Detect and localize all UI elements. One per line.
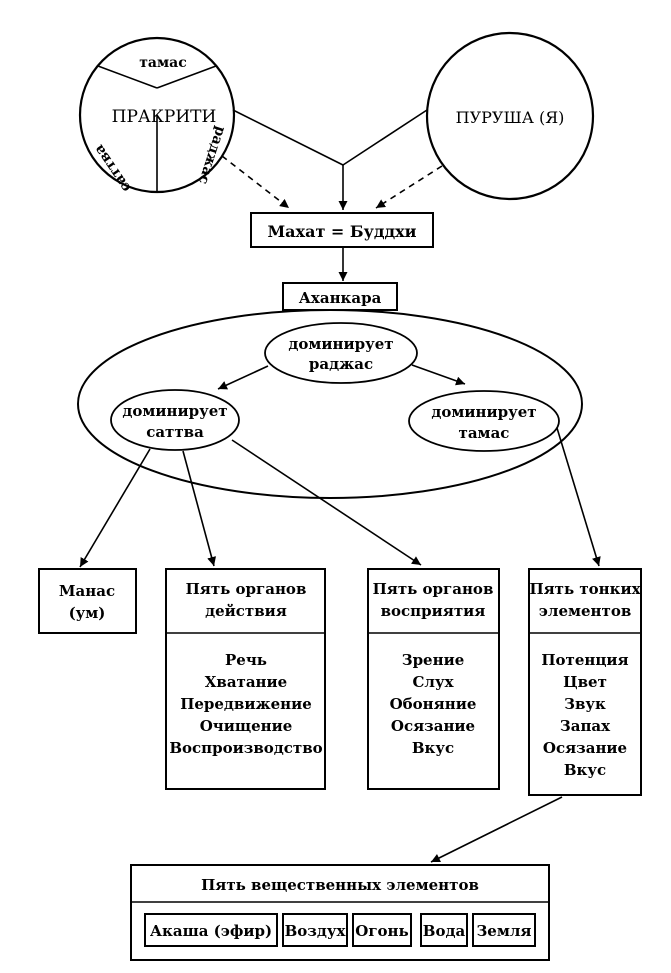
gross-element-item: Вода <box>423 922 466 940</box>
ahankara-ellipse: Аханкара <box>77 282 583 499</box>
gross-elements-title: Пять вещественных элементов <box>201 876 479 894</box>
subtle-element-item: Звук <box>564 695 606 713</box>
ahankara-label: Аханкара <box>299 289 382 307</box>
perception-organ-item: Слух <box>412 673 454 691</box>
action-organs-title-2: действия <box>205 602 287 620</box>
arrow-rajas-tamas <box>411 364 466 386</box>
dashed-arrow-purusha-mahat <box>375 165 443 209</box>
action-organ-item: Речь <box>225 651 267 669</box>
sattva-line-2: саттва <box>146 423 204 441</box>
tamas-line-1: доминирует <box>431 403 536 421</box>
tamas-dominant-ellipse: доминирует тамас <box>408 390 560 452</box>
purusha-label: ПУРУША (Я) <box>456 108 565 127</box>
subtle-element-item: Осязание <box>543 739 627 757</box>
perception-organ-item: Вкус <box>412 739 454 757</box>
prakriti-label: ПРАКРИТИ <box>112 107 217 127</box>
action-organ-item: Передвижение <box>180 695 312 713</box>
gross-element-item: Земля <box>476 922 531 940</box>
connector-purusha-center <box>342 109 428 166</box>
action-organs-box: Пять органов действия Речь Хватание Пере… <box>165 568 326 790</box>
mahat-label: Махат = Буддхи <box>267 222 416 241</box>
arrow-sattva-manas <box>79 448 151 568</box>
sattva-line-1: доминирует <box>122 402 227 420</box>
purusha-circle: ПУРУША (Я) <box>425 31 595 201</box>
gross-element-item: Воздух <box>285 922 347 940</box>
manas-line-2: (ум) <box>69 604 106 622</box>
subtle-elements-title-1: Пять тонких <box>529 580 641 598</box>
mahat-box: Махат = Буддхи <box>250 212 434 248</box>
subtle-elements-box: Пять тонких элементов Потенция Цвет Звук… <box>528 568 642 796</box>
perception-organ-item: Зрение <box>402 651 465 669</box>
subtle-elements-title-2: элементов <box>539 602 632 620</box>
gross-element-item: Акаша (эфир) <box>150 922 272 940</box>
rajas-line-1: доминирует <box>288 335 393 353</box>
action-organ-item: Хватание <box>205 673 287 691</box>
subtle-element-item: Потенция <box>541 651 628 669</box>
sector-tamas-label: тамас <box>139 55 187 71</box>
gross-elements-box: Пять вещественных элементов Акаша (эфир)… <box>130 864 550 961</box>
subtle-element-item: Запах <box>560 717 611 735</box>
subtle-element-item: Цвет <box>563 673 607 691</box>
rajas-line-2: раджас <box>309 355 373 373</box>
action-organ-item: Очищение <box>200 717 293 735</box>
gross-element-item: Огонь <box>355 922 408 940</box>
perception-organs-box: Пять органов восприятия Зрение Слух Обон… <box>367 568 500 790</box>
arrow-tamas-subtle <box>556 427 601 567</box>
tamas-line-2: тамас <box>459 424 510 442</box>
perception-organ-item: Осязание <box>391 717 475 735</box>
manas-line-1: Манас <box>59 582 115 600</box>
arrow-subtle-gross <box>430 796 563 863</box>
perception-organ-item: Обоняние <box>390 695 477 713</box>
action-organ-item: Воспроизводство <box>169 739 322 757</box>
subtle-element-item: Вкус <box>564 761 606 779</box>
sattva-dominant-ellipse: доминирует саттва <box>110 389 240 451</box>
perception-organs-title-2: восприятия <box>381 602 486 620</box>
rajas-dominant-ellipse: доминирует раджас <box>264 322 418 384</box>
arrow-sattva-action <box>182 450 217 567</box>
perception-organs-title-1: Пять органов <box>373 580 494 598</box>
arrow-sattva-perception <box>231 439 422 566</box>
prakriti-circle: ПРАКРИТИ тамас саттва раджас <box>78 36 236 195</box>
connector-prakriti-center <box>232 109 344 166</box>
arrow-rajas-sattva <box>217 365 269 390</box>
dashed-arrow-prakriti-mahat <box>221 155 290 209</box>
action-organs-title-1: Пять органов <box>186 580 307 598</box>
manas-box: Манас (ум) <box>38 568 137 634</box>
